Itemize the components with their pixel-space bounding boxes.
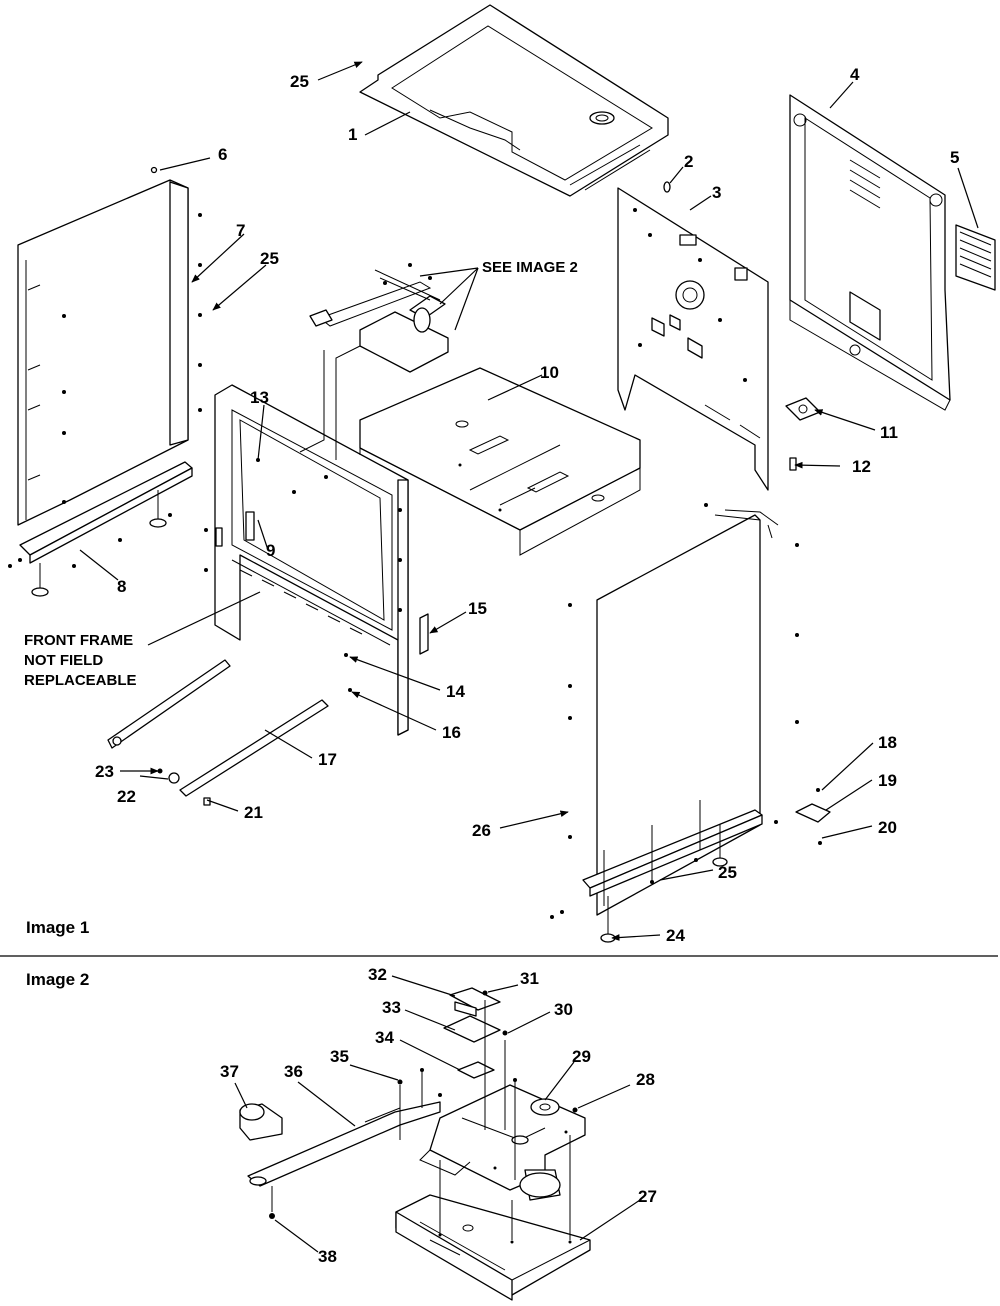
callout-28: 28 <box>636 1070 655 1089</box>
top-panel <box>359 4 669 197</box>
valve-body-29 <box>419 1084 586 1201</box>
callout-29: 29 <box>572 1047 591 1066</box>
callout-15: 15 <box>468 599 487 618</box>
callout-25-bottom: 25 <box>718 863 737 882</box>
front-frame-note-line1: FRONT FRAME <box>24 632 133 649</box>
callout-19: 19 <box>878 771 897 790</box>
front-frame <box>204 384 429 736</box>
rail-17 <box>179 699 329 797</box>
screw-14 <box>344 653 348 657</box>
callout-6: 6 <box>218 145 227 164</box>
grommet-11 <box>785 397 821 421</box>
callout-2: 2 <box>684 152 693 171</box>
callout-34: 34 <box>375 1028 394 1047</box>
callout-36: 36 <box>284 1062 303 1081</box>
callout-11: 11 <box>880 423 898 442</box>
nut-22 <box>168 772 180 784</box>
screw-28 <box>572 1107 578 1113</box>
callout-17: 17 <box>318 750 337 769</box>
screw-extra-2 <box>438 1093 442 1097</box>
back-frame <box>617 187 769 491</box>
callout-5: 5 <box>950 148 959 167</box>
right-side-panel <box>568 503 799 916</box>
screw-31 <box>482 990 488 996</box>
cover-32 <box>449 987 501 1017</box>
base-panel-10 <box>359 367 641 556</box>
callout-14: 14 <box>446 682 465 701</box>
callout-24: 24 <box>666 926 685 945</box>
callout-32: 32 <box>368 965 387 984</box>
leveler-rail-25 <box>550 800 778 943</box>
front-frame-note-line2: NOT FIELD <box>24 652 103 669</box>
callout-25-left: 25 <box>260 249 279 268</box>
vent-grille <box>955 224 996 291</box>
screw-21 <box>203 797 211 806</box>
callout-25-top: 25 <box>290 72 309 91</box>
clip-12 <box>789 457 797 471</box>
valve-assembly-small <box>299 263 449 460</box>
callout-26: 26 <box>472 821 491 840</box>
callout-1: 1 <box>348 125 357 144</box>
see-image2-note: SEE IMAGE 2 <box>482 259 578 276</box>
screw-30 <box>502 1030 508 1036</box>
callout-12: 12 <box>852 457 871 476</box>
image1-title: Image 1 <box>26 918 89 937</box>
leveler-rail-8 <box>8 461 193 597</box>
callout-10: 10 <box>540 363 559 382</box>
lever-arm-36 <box>247 1101 441 1187</box>
callout-13: 13 <box>250 388 269 407</box>
screw-6 <box>150 166 158 174</box>
callout-3: 3 <box>712 183 721 202</box>
image2-title: Image 2 <box>26 970 89 989</box>
callout-16: 16 <box>442 723 461 742</box>
callout-4: 4 <box>850 65 860 84</box>
callout-20: 20 <box>878 818 897 837</box>
leader-lines-image1 <box>79 61 979 941</box>
callout-7: 7 <box>236 221 245 240</box>
callout-21: 21 <box>244 803 263 822</box>
callout-38: 38 <box>318 1247 337 1266</box>
rear-panel <box>789 94 951 411</box>
washer-23 <box>157 768 163 774</box>
screw-extra-3 <box>513 1078 517 1082</box>
front-frame-note-line3: REPLACEABLE <box>24 672 137 689</box>
callout-22: 22 <box>117 787 136 806</box>
left-side-panel <box>17 179 202 526</box>
callout-18: 18 <box>878 733 897 752</box>
bracket-33 <box>443 1015 501 1043</box>
callout-27: 27 <box>638 1187 657 1206</box>
rail-upper <box>107 659 231 749</box>
callout-8: 8 <box>117 577 126 596</box>
assembly-lines-image2 <box>271 1000 571 1240</box>
plate-34 <box>457 1061 495 1079</box>
callout-33: 33 <box>382 998 401 1017</box>
screw-extra-1 <box>420 1068 424 1072</box>
knob-cap-37 <box>239 1103 283 1141</box>
callout-23: 23 <box>95 762 114 781</box>
callout-9: 9 <box>266 541 275 560</box>
bracket-19 <box>795 788 831 845</box>
callout-30: 30 <box>554 1000 573 1019</box>
screw-16 <box>348 688 352 692</box>
callout-31: 31 <box>520 969 539 988</box>
callout-37: 37 <box>220 1062 239 1081</box>
clip-26 <box>767 524 773 539</box>
leader-lines-image2 <box>234 975 641 1253</box>
screw-38 <box>269 1213 275 1219</box>
callout-35: 35 <box>330 1047 349 1066</box>
screw-35 <box>397 1079 403 1085</box>
lower-bracket-27 <box>395 1194 591 1301</box>
screw-2 <box>663 181 671 193</box>
